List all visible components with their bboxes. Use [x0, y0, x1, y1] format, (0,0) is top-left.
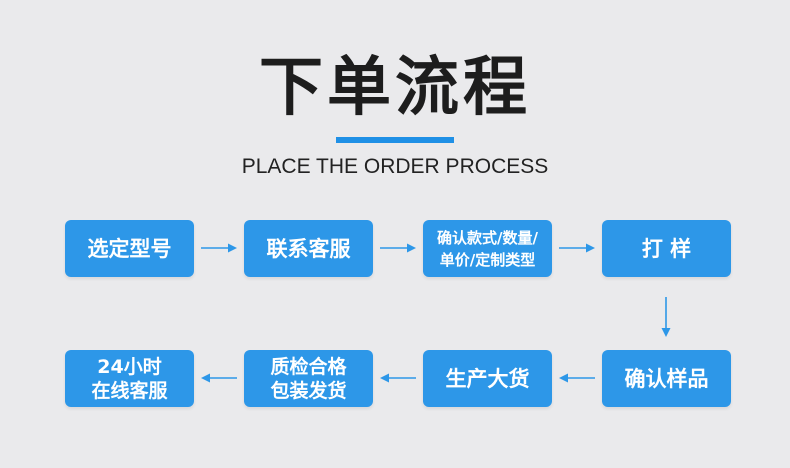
page-title: 下单流程	[259, 51, 531, 125]
step-label: 选定型号	[87, 236, 172, 261]
step-mass-production: 生产大货	[423, 350, 552, 407]
step-confirm-details: 确认款式/数量/ 单价/定制类型	[423, 220, 552, 277]
step-label: 质检合格 包装发货	[270, 355, 347, 402]
page-subtitle: PLACE THE ORDER PROCESS	[241, 155, 549, 178]
step-label: 生产大货	[445, 366, 530, 391]
arrow-right-icon	[559, 243, 595, 253]
arrow-right-icon	[201, 243, 237, 253]
arrow-left-icon	[201, 373, 237, 383]
step-online-service: 24小时 在线客服	[65, 350, 194, 407]
step-contact-service: 联系客服	[244, 220, 373, 277]
step-confirm-sample: 确认样品	[602, 350, 731, 407]
arrow-right-icon	[380, 243, 416, 253]
step-label: 确认款式/数量/ 单价/定制类型	[437, 228, 538, 269]
step-label: 打 样	[641, 236, 692, 261]
title-underline	[336, 137, 454, 143]
step-select-model: 选定型号	[65, 220, 194, 277]
arrow-left-icon	[559, 373, 595, 383]
step-sampling: 打 样	[602, 220, 731, 277]
step-label: 联系客服	[266, 236, 351, 261]
arrow-left-icon	[380, 373, 416, 383]
step-qc-shipping: 质检合格 包装发货	[244, 350, 373, 407]
step-label: 24小时 在线客服	[91, 355, 168, 402]
arrow-down-icon	[661, 297, 671, 337]
step-label: 确认样品	[624, 366, 709, 391]
